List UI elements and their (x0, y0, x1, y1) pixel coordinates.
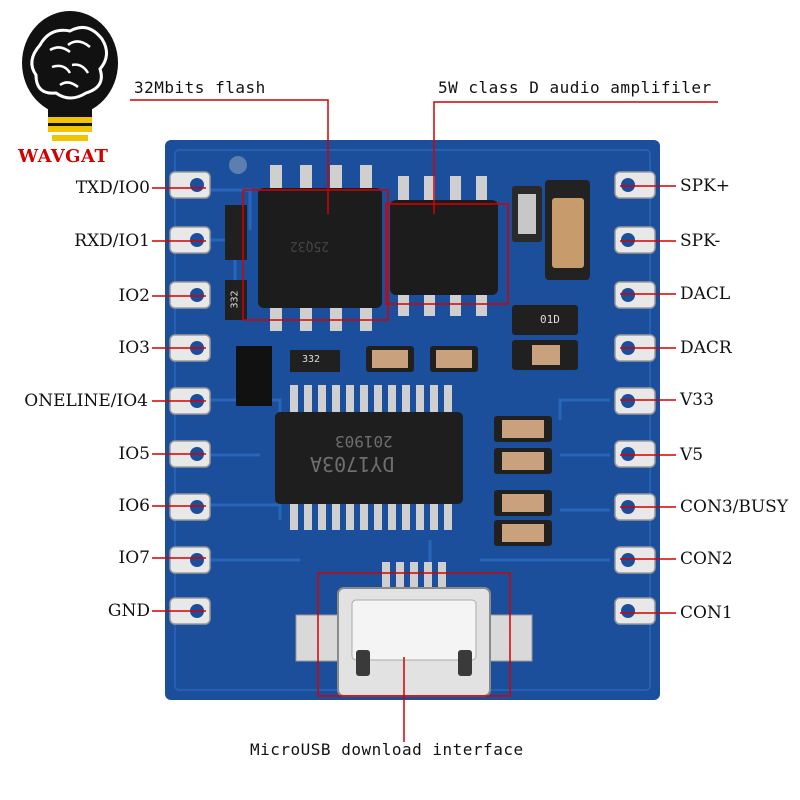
pin-label-left-6: IO5 (118, 444, 150, 464)
pin-label-left-4: IO3 (118, 338, 150, 358)
main-chip-marking-1: 201903 (335, 432, 393, 451)
pin-label-right-9: CON1 (680, 603, 733, 623)
pin-label-right-2: SPK- (680, 231, 721, 251)
brain-bulb-logo (22, 11, 118, 141)
resistor-marking-1: 01D (540, 313, 560, 326)
pin-label-right-8: CON2 (680, 549, 733, 569)
pin-label-left-1: TXD/IO0 (75, 178, 150, 198)
pin-label-right-6: V5 (680, 445, 704, 465)
flash-callout-label: 32Mbits flash (134, 78, 266, 97)
pin-label-right-3: DACL (680, 284, 731, 304)
flash-chip-marking: 25Q32 (290, 238, 330, 253)
pin-label-right-7: CON3/BUSY (680, 497, 789, 517)
main-chip-marking-2: DY1703A (310, 452, 395, 476)
resistor-marking-3: 332 (229, 290, 241, 309)
pin-label-right-1: SPK+ (680, 176, 731, 196)
pin-label-left-7: IO6 (118, 496, 150, 516)
pin-label-left-3: IO2 (118, 286, 150, 306)
pin-label-left-9: GND (107, 601, 150, 621)
brand-name: WAVGAT (18, 146, 109, 167)
pin-label-left-8: IO7 (118, 548, 150, 568)
amplifier-callout-label: 5W class D audio amplifiler (438, 78, 712, 97)
resistor-marking-2: 332 (302, 354, 321, 365)
pin-label-left-2: RXD/IO1 (74, 231, 150, 251)
pin-label-right-5: V33 (680, 390, 714, 410)
pin-label-left-5: ONELINE/IO4 (24, 391, 148, 411)
pin-label-right-4: DACR (680, 338, 732, 358)
usb-callout-label: MicroUSB download interface (250, 740, 524, 759)
